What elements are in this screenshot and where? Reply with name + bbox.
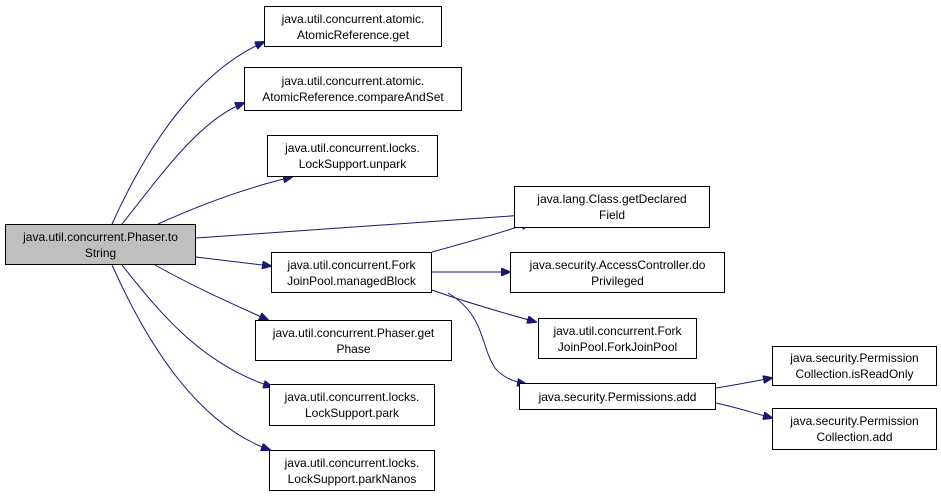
- node-phaser-getphase[interactable]: java.util.concurrent.Phaser.get Phase: [255, 320, 452, 361]
- node-atomic-reference-get[interactable]: java.util.concurrent.atomic. AtomicRefer…: [264, 6, 442, 47]
- edge-root-to-park: [121, 264, 272, 387]
- node-accesscontroller-doprivileged[interactable]: java.security.AccessController.do Privil…: [510, 252, 725, 293]
- node-label-line1: java.security.Permission: [790, 414, 919, 428]
- node-label-line1: java.security.AccessController.do: [529, 257, 706, 272]
- node-label-line1: java.security.Permissions.add: [538, 389, 697, 404]
- node-label-line1: java.util.concurrent.Fork: [553, 323, 682, 338]
- edge-permissions-add-to-pc-add: [715, 402, 772, 418]
- node-label-line2: Collection.add: [816, 430, 893, 444]
- edge-root-to-atomic-get: [111, 42, 264, 225]
- node-label-line2: LockSupport.parkNanos: [287, 471, 417, 486]
- node-class-getdeclaredfield[interactable]: java.lang.Class.getDeclared Field: [514, 186, 710, 228]
- node-label-line2: AtomicReference.get: [296, 27, 410, 42]
- node-label-line2: String: [84, 245, 117, 260]
- node-label-line2: Collection.isReadOnly: [795, 367, 914, 381]
- edge-managed-block-to-permissions-add: [447, 292, 526, 384]
- node-label-line2: Field: [598, 208, 625, 222]
- node-atomic-reference-compare-and-set[interactable]: java.util.concurrent.atomic. AtomicRefer…: [244, 67, 462, 111]
- edge-root-to-atomic-cas: [121, 103, 244, 225]
- node-label-line1: java.util.concurrent.locks.: [284, 390, 420, 404]
- edge-root-to-managed-block: [195, 256, 271, 266]
- node-locksupport-park[interactable]: java.util.concurrent.locks. LockSupport.…: [269, 384, 435, 426]
- node-label-line1: java.util.concurrent.locks.: [284, 455, 420, 470]
- node-locksupport-parknanos[interactable]: java.util.concurrent.locks. LockSupport.…: [269, 450, 435, 491]
- node-permissioncollection-isreadonly[interactable]: java.security.Permission Collection.isRe…: [772, 346, 937, 386]
- node-label-line2: Phase: [336, 341, 371, 356]
- node-label-line2: Privileged: [591, 273, 644, 288]
- edge-root-to-get-phase: [154, 264, 268, 320]
- node-label-line2: JoinPool.ForkJoinPool: [557, 339, 678, 354]
- edge-root-to-get-declared-field: [195, 215, 525, 239]
- node-forkjoinpool-managedblock[interactable]: java.util.concurrent.Fork JoinPool.manag…: [271, 252, 432, 293]
- node-label-line2: AtomicReference.compareAndSet: [262, 90, 444, 104]
- node-label-line1: java.util.concurrent.Fork: [287, 257, 416, 272]
- node-label-line2: LockSupport.park: [304, 406, 400, 420]
- node-permissions-add[interactable]: java.security.Permissions.add: [519, 383, 716, 410]
- node-label-line1: java.util.concurrent.atomic.: [281, 74, 425, 88]
- edge-root-to-unpark: [157, 177, 292, 225]
- edge-root-to-park-nanos: [111, 264, 270, 450]
- node-label-line1: java.util.concurrent.locks.: [285, 141, 420, 155]
- edge-managed-block-to-fjp-ctor: [431, 289, 536, 322]
- node-label-line1: java.lang.Class.getDeclared: [537, 192, 687, 206]
- node-permissioncollection-add[interactable]: java.security.Permission Collection.add: [772, 408, 937, 450]
- node-label-line2: JoinPool.managedBlock: [287, 273, 416, 288]
- node-label-line2: LockSupport.unpark: [298, 157, 407, 171]
- node-phaser-tostring[interactable]: java.util.concurrent.Phaser.to String: [5, 224, 196, 265]
- node-locksupport-unpark[interactable]: java.util.concurrent.locks. LockSupport.…: [267, 135, 438, 177]
- node-forkjoinpool-constructor[interactable]: java.util.concurrent.Fork JoinPool.ForkJ…: [538, 318, 697, 359]
- node-label-line1: java.util.concurrent.atomic.: [281, 11, 425, 26]
- node-label-line1: java.util.concurrent.Phaser.to: [23, 229, 178, 244]
- node-label-line1: java.security.Permission: [790, 351, 919, 365]
- edge-permissions-add-to-is-read-only: [715, 378, 772, 389]
- node-label-line1: java.util.concurrent.Phaser.get: [272, 325, 435, 340]
